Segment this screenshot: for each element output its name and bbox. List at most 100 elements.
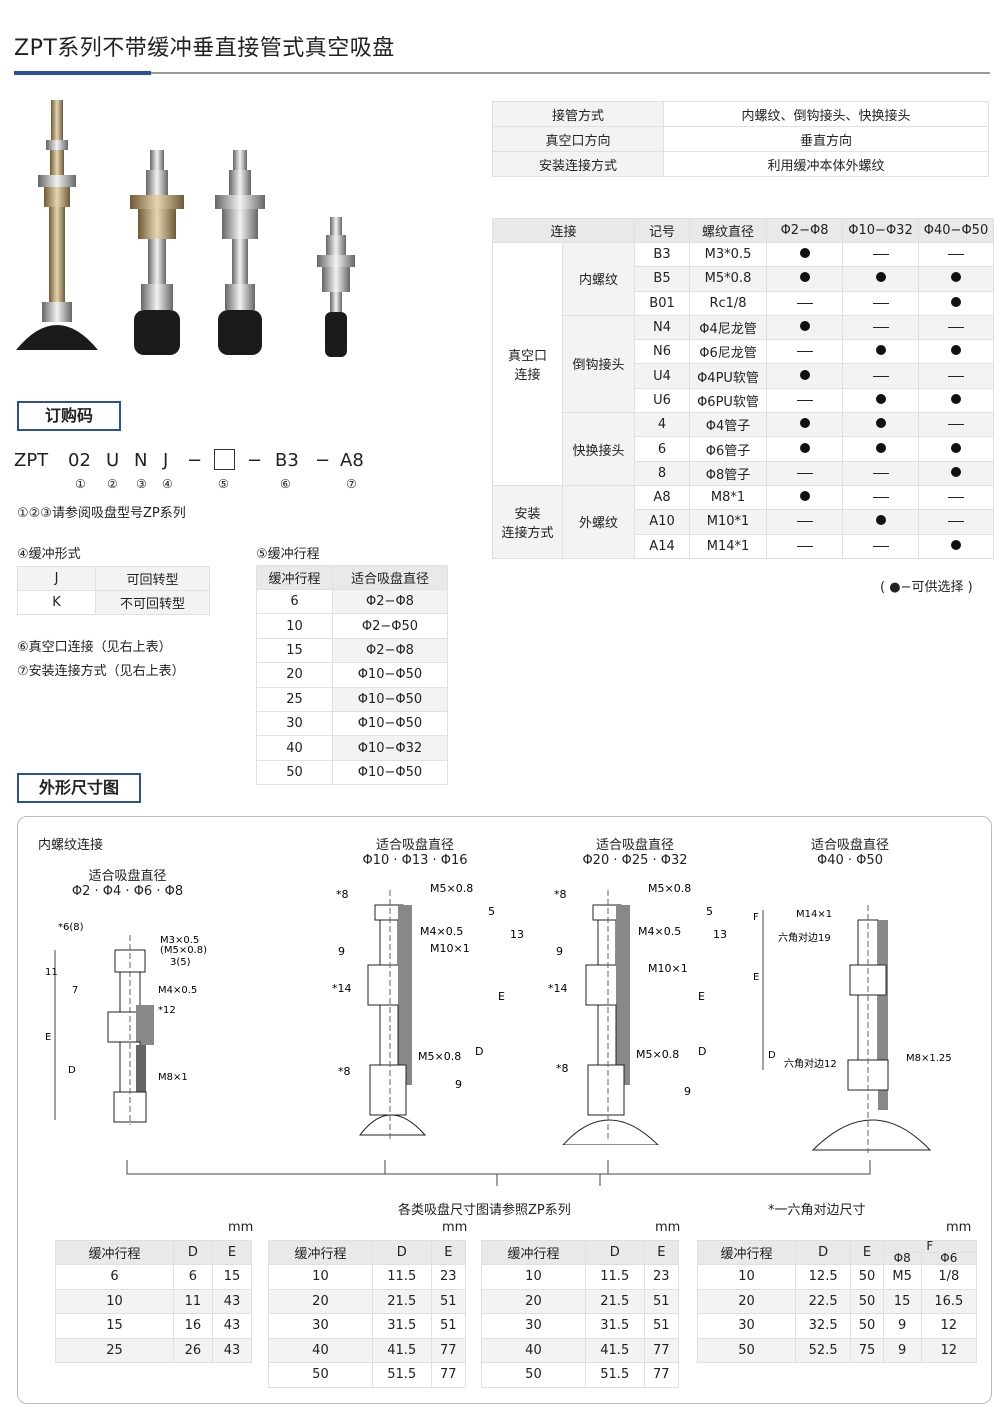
dim-label: M5×0.8 <box>648 882 691 895</box>
dim-label: 5 <box>488 905 495 918</box>
table-cell <box>842 436 920 462</box>
legend-note: ( ●−可供选择 ) <box>880 580 973 595</box>
spec-val: 垂直方向 <box>663 126 989 152</box>
bottom-note: 各类吸盘尺寸图请参照ZP系列 <box>398 1203 571 1218</box>
table-cell: 21.5 <box>584 1288 645 1314</box>
table-cell: 52.5 <box>794 1337 852 1363</box>
table-cell <box>766 363 844 389</box>
table-cell: 31.5 <box>371 1313 432 1339</box>
dim-label: M4×0.5 <box>158 985 197 996</box>
table-cell: 12 <box>920 1313 978 1339</box>
code-part: − <box>315 450 331 471</box>
dash-icon <box>948 424 965 426</box>
table-cell <box>842 484 920 511</box>
table-cell: 15 <box>211 1264 253 1290</box>
dim-title: Φ2 · Φ4 · Φ6 · Φ8 <box>71 884 184 899</box>
col-header: E <box>850 1240 884 1265</box>
dot-icon <box>875 515 886 526</box>
dim-label: 13 <box>510 928 524 941</box>
table-cell: 43 <box>211 1313 253 1339</box>
dim-label: M4×0.5 <box>420 925 463 938</box>
code-num: ⑤ <box>218 477 229 491</box>
table-cell: 77 <box>430 1337 467 1363</box>
col-header: 缓冲行程 <box>256 565 333 590</box>
table-cell: 15 <box>55 1313 174 1339</box>
table-cell: 8 <box>634 460 691 486</box>
table-cell <box>842 387 920 414</box>
table-cell: 22.5 <box>794 1288 852 1314</box>
dim-title: 适合吸盘直径 <box>595 838 674 853</box>
dash-icon <box>796 351 813 353</box>
table-cell: 10 <box>481 1264 586 1290</box>
note-6: ⑥真空口连接（见右上表） <box>17 640 172 655</box>
dim-label: M10×1 <box>430 942 470 955</box>
dim-label: 六角对边12 <box>784 1057 837 1070</box>
code-part: − <box>187 450 203 471</box>
table-cell <box>766 412 844 438</box>
col-header: E <box>211 1240 253 1265</box>
table-cell: Φ10−Φ50 <box>332 662 448 688</box>
table-cell <box>918 290 995 316</box>
page-title: ZPT系列不带缓冲垂直接管式真空吸盘 <box>14 36 395 61</box>
table-cell: 51 <box>643 1313 680 1339</box>
table-cell: 30 <box>481 1313 586 1339</box>
unit-mm: mm <box>655 1220 681 1235</box>
table-cell <box>766 484 844 511</box>
table-cell <box>842 509 920 535</box>
table-cell: Φ2−Φ50 <box>332 613 448 639</box>
table-cell <box>842 290 920 316</box>
drawing-4: F M14×1 六角对边19 E D 六角对边12 M8×1.25 <box>753 905 952 1153</box>
dim-label: M5×0.8 <box>636 1048 679 1061</box>
table-cell <box>842 314 920 341</box>
col-header: 连接 <box>491 218 636 243</box>
table-cell: 20 <box>481 1288 586 1314</box>
code-part: A8 <box>340 450 364 471</box>
col-header: D <box>172 1240 213 1265</box>
table-cell: 9 <box>882 1337 922 1363</box>
dims-tag: 外形尺寸图 <box>17 773 141 803</box>
cell: J <box>17 566 96 591</box>
dim-label: 9 <box>684 1085 691 1098</box>
table-cell: 20 <box>256 662 333 688</box>
dim-label: M8×1.25 <box>906 1053 952 1064</box>
dim-label: *12 <box>158 1005 176 1016</box>
drawing-frame <box>17 816 992 1404</box>
table-cell: 51.5 <box>371 1362 432 1388</box>
dot-icon <box>799 491 810 502</box>
dim-label: 11 <box>45 967 58 978</box>
col-header: D <box>371 1240 432 1265</box>
dash-icon <box>796 521 813 523</box>
table-cell: 15 <box>256 637 333 664</box>
table-cell: Φ2−Φ8 <box>332 637 448 664</box>
table-cell: 9 <box>882 1313 922 1339</box>
table-cell <box>918 387 995 414</box>
dash-icon <box>796 545 813 547</box>
dim-label: F <box>753 912 759 923</box>
table-cell: 20 <box>697 1288 796 1314</box>
table-cell: 51 <box>643 1288 680 1314</box>
code-part: N <box>134 450 148 471</box>
dim-label: 7 <box>72 985 78 996</box>
table-cell: 51.5 <box>584 1362 645 1388</box>
cushion-type-label: ④缓冲形式 <box>17 547 81 562</box>
code-num: ① <box>75 477 86 491</box>
table-cell: 51 <box>430 1288 467 1314</box>
dim-label: D <box>68 1065 76 1076</box>
table-cell <box>842 266 920 292</box>
dash-icon <box>872 497 889 499</box>
dim-label: *6(8) <box>58 922 84 933</box>
